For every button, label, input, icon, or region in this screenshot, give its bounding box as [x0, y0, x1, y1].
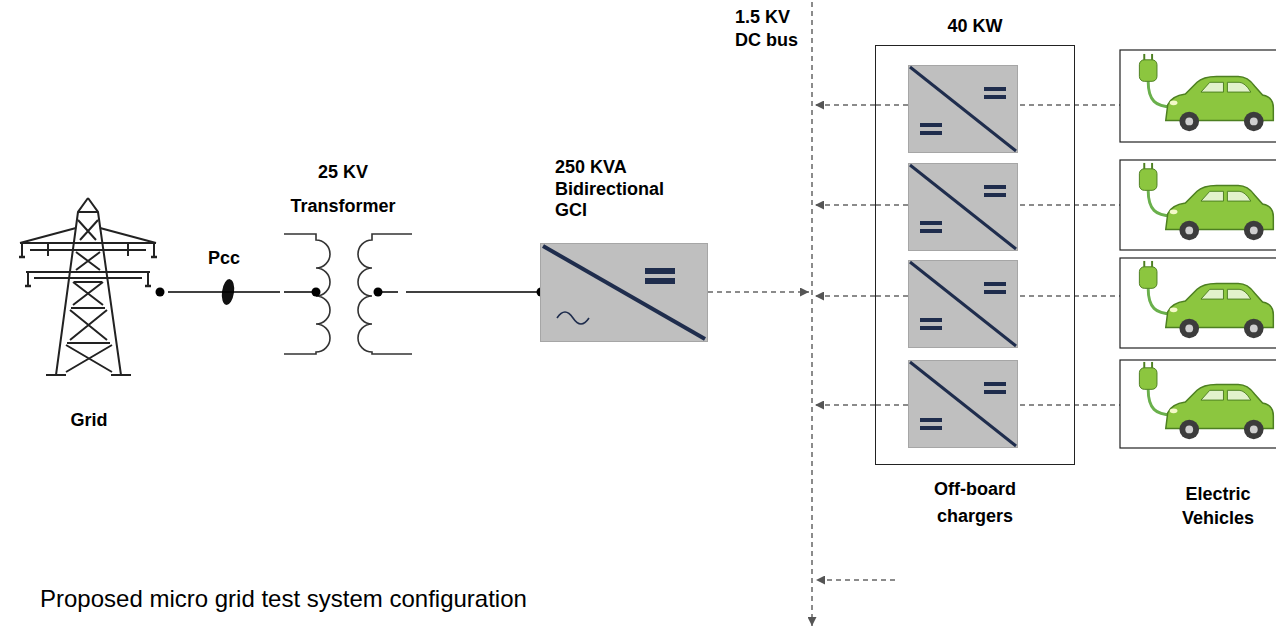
electric-vehicle — [1120, 160, 1276, 250]
tower-symbol — [19, 198, 157, 375]
grid-source: Grid — [10, 198, 168, 432]
electric-vehicle — [1120, 360, 1276, 448]
power-line — [168, 292, 280, 293]
tower-symbol — [56, 198, 121, 375]
tower-symbol — [67, 282, 110, 343]
tower-symbol — [78, 211, 98, 213]
dc-symbol — [645, 268, 675, 274]
inverter-symbol — [541, 244, 707, 341]
node-title: 1.5 KV DC bus — [735, 6, 801, 53]
node-title: 25 KV Transformer — [280, 155, 406, 223]
node-title: 250 KVA Bidirectional GCI — [555, 157, 685, 222]
electric-vehicle — [1139, 261, 1273, 338]
electric-vehicle — [1120, 258, 1276, 348]
transformer-symbol — [284, 234, 330, 354]
tower-symbol — [66, 282, 112, 372]
charger-feed-arrow — [815, 105, 875, 405]
figure-caption: Proposed micro grid test system configur… — [40, 585, 527, 613]
transformer-box: 25 KV Transformer — [280, 155, 406, 360]
ev-label: Electric Vehicles — [1168, 482, 1268, 531]
charger-group-box: 40 KWOff-board chargers — [875, 45, 1075, 465]
tower-symbol — [46, 374, 131, 376]
node-title: Grid — [10, 410, 168, 432]
dc-link-arrow — [708, 291, 809, 293]
power-line — [406, 291, 540, 293]
junction-dot — [156, 288, 165, 297]
node-title: 40 KW — [876, 16, 1074, 38]
electric-vehicle — [1120, 50, 1276, 448]
dc-dc-converter — [909, 66, 1018, 448]
spare-port-arrow — [816, 579, 895, 581]
dc-bus: 1.5 KV DC bus — [809, 2, 815, 626]
tower-symbol — [76, 220, 100, 270]
transformer-symbol — [358, 234, 412, 354]
ac-symbol — [557, 312, 589, 324]
charger-feed-arrow — [815, 104, 875, 106]
power-line — [406, 292, 540, 293]
electric-vehicle — [1139, 362, 1273, 439]
tower-symbol — [26, 272, 150, 278]
node-caption: Off-board chargers — [906, 476, 1044, 530]
tower-symbol — [22, 243, 154, 286]
junction-dot — [374, 288, 383, 297]
electric-vehicle — [1139, 54, 1273, 131]
electric-vehicle — [1120, 50, 1276, 142]
charger-feed-arrow — [815, 295, 875, 297]
pcc-label: Pcc — [208, 246, 240, 270]
dc-dc-converter — [909, 261, 1018, 348]
converter-box: 250 KVA Bidirectional GCI — [540, 243, 708, 342]
dc-bus-line — [811, 2, 813, 626]
dc-dc-converter — [909, 164, 1018, 251]
dc-dc-converter — [909, 361, 1018, 448]
electric-vehicle — [1139, 163, 1273, 240]
inverter-diagonal — [543, 246, 705, 339]
charger-feed-arrow — [815, 404, 875, 406]
tower-symbol — [19, 257, 157, 286]
dc-symbol — [645, 278, 675, 284]
dc-link-arrow — [708, 292, 809, 293]
transformer-symbol — [284, 234, 412, 354]
power-line — [168, 291, 280, 293]
charger-feed-arrow — [815, 204, 875, 206]
junction-dot — [312, 288, 321, 297]
dc-dc-converter — [909, 66, 1018, 153]
